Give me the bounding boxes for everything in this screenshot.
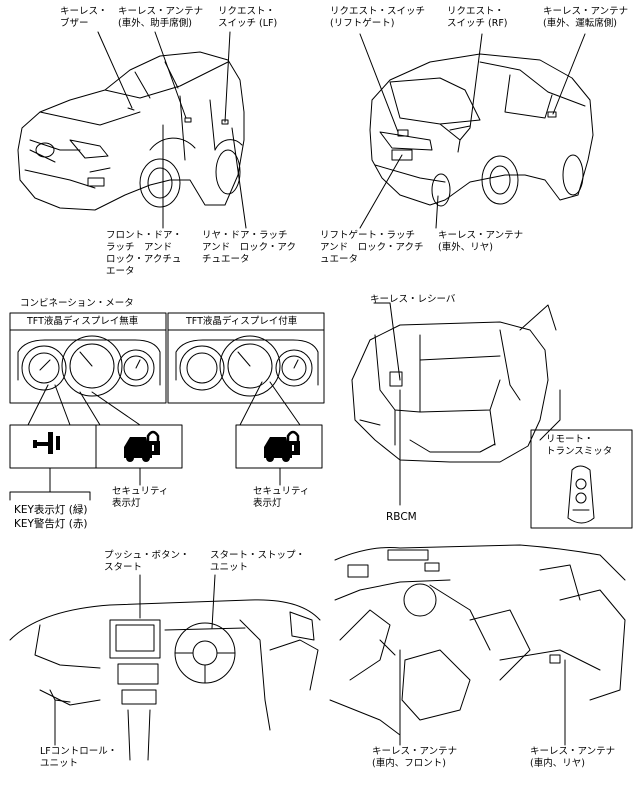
key-icon [33, 432, 60, 454]
label-request-switch-liftgate: リクエスト・スイッチ (リフトゲート) [330, 6, 426, 29]
rear-car-illustration [369, 53, 594, 207]
label-combination-meter: コンビネーション・メータ [20, 298, 134, 309]
label-keyless-buzzer: キーレス・ ブザー [60, 6, 108, 29]
security-car-icon-2 [264, 430, 300, 462]
label-remote-transmitter: リモート・ トランスミッタ [546, 434, 613, 457]
label-keyless-antenna-interior-rear: キーレス・アンテナ (車内、リヤ) [530, 746, 616, 769]
label-start-stop-unit: スタート・ストップ・ ユニット [210, 550, 306, 573]
label-front-door-lock-actuator: フロント・ドア・ ラッチ アンド ロック・アクチュ エータ [106, 230, 183, 277]
indicator-boxes [9, 424, 323, 501]
label-request-switch-lf: リクエスト・ スイッチ (LF) [218, 6, 278, 29]
label-push-button-start: プッシュ・ボタン・ スタート [104, 550, 190, 573]
label-rbcm: RBCM [386, 511, 417, 523]
label-tft-without: TFT液晶ディスプレイ無車 [27, 316, 139, 327]
label-liftgate-lock-actuator: リフトゲート・ラッチ アンド ロック・アクチ ュエータ [320, 230, 424, 265]
leader-lines-top [97, 31, 586, 229]
label-keyless-antenna-exterior-rear: キーレス・アンテナ (車外、リヤ) [438, 230, 524, 253]
interior-illustration [329, 544, 626, 746]
remote-transmitter-box [530, 429, 633, 529]
label-security-light-1: セキュリティ 表示灯 [112, 486, 169, 509]
label-keyless-antenna-exterior-passenger: キーレス・アンテナ (車外、助手席側) [118, 6, 204, 29]
front-car-illustration [17, 51, 245, 211]
label-lf-control-unit: LFコントロール・ ユニット [40, 746, 118, 769]
cargo-area-illustration [351, 302, 561, 506]
label-keyless-antenna-exterior-driver: キーレス・アンテナ (車外、運転席側) [543, 6, 629, 29]
dashboard-illustration [9, 574, 321, 761]
label-keyless-antenna-interior-front: キーレス・アンテナ (車内、フロント) [372, 746, 458, 769]
label-tft-with: TFT液晶ディスプレイ付車 [186, 316, 298, 327]
combination-meter-panels [9, 312, 325, 426]
label-request-switch-rf: リクエスト・ スイッチ (RF) [447, 6, 508, 29]
label-keyless-receiver: キーレス・レシーバ [370, 294, 456, 305]
security-car-icon-1 [124, 430, 160, 462]
label-rear-door-lock-actuator: リヤ・ドア・ラッチ アンド ロック・アク チュエータ [202, 230, 296, 265]
label-security-light-2: セキュリティ 表示灯 [253, 486, 310, 509]
label-key-light: KEY表示灯 (緑) KEY警告灯 (赤) [14, 504, 88, 530]
